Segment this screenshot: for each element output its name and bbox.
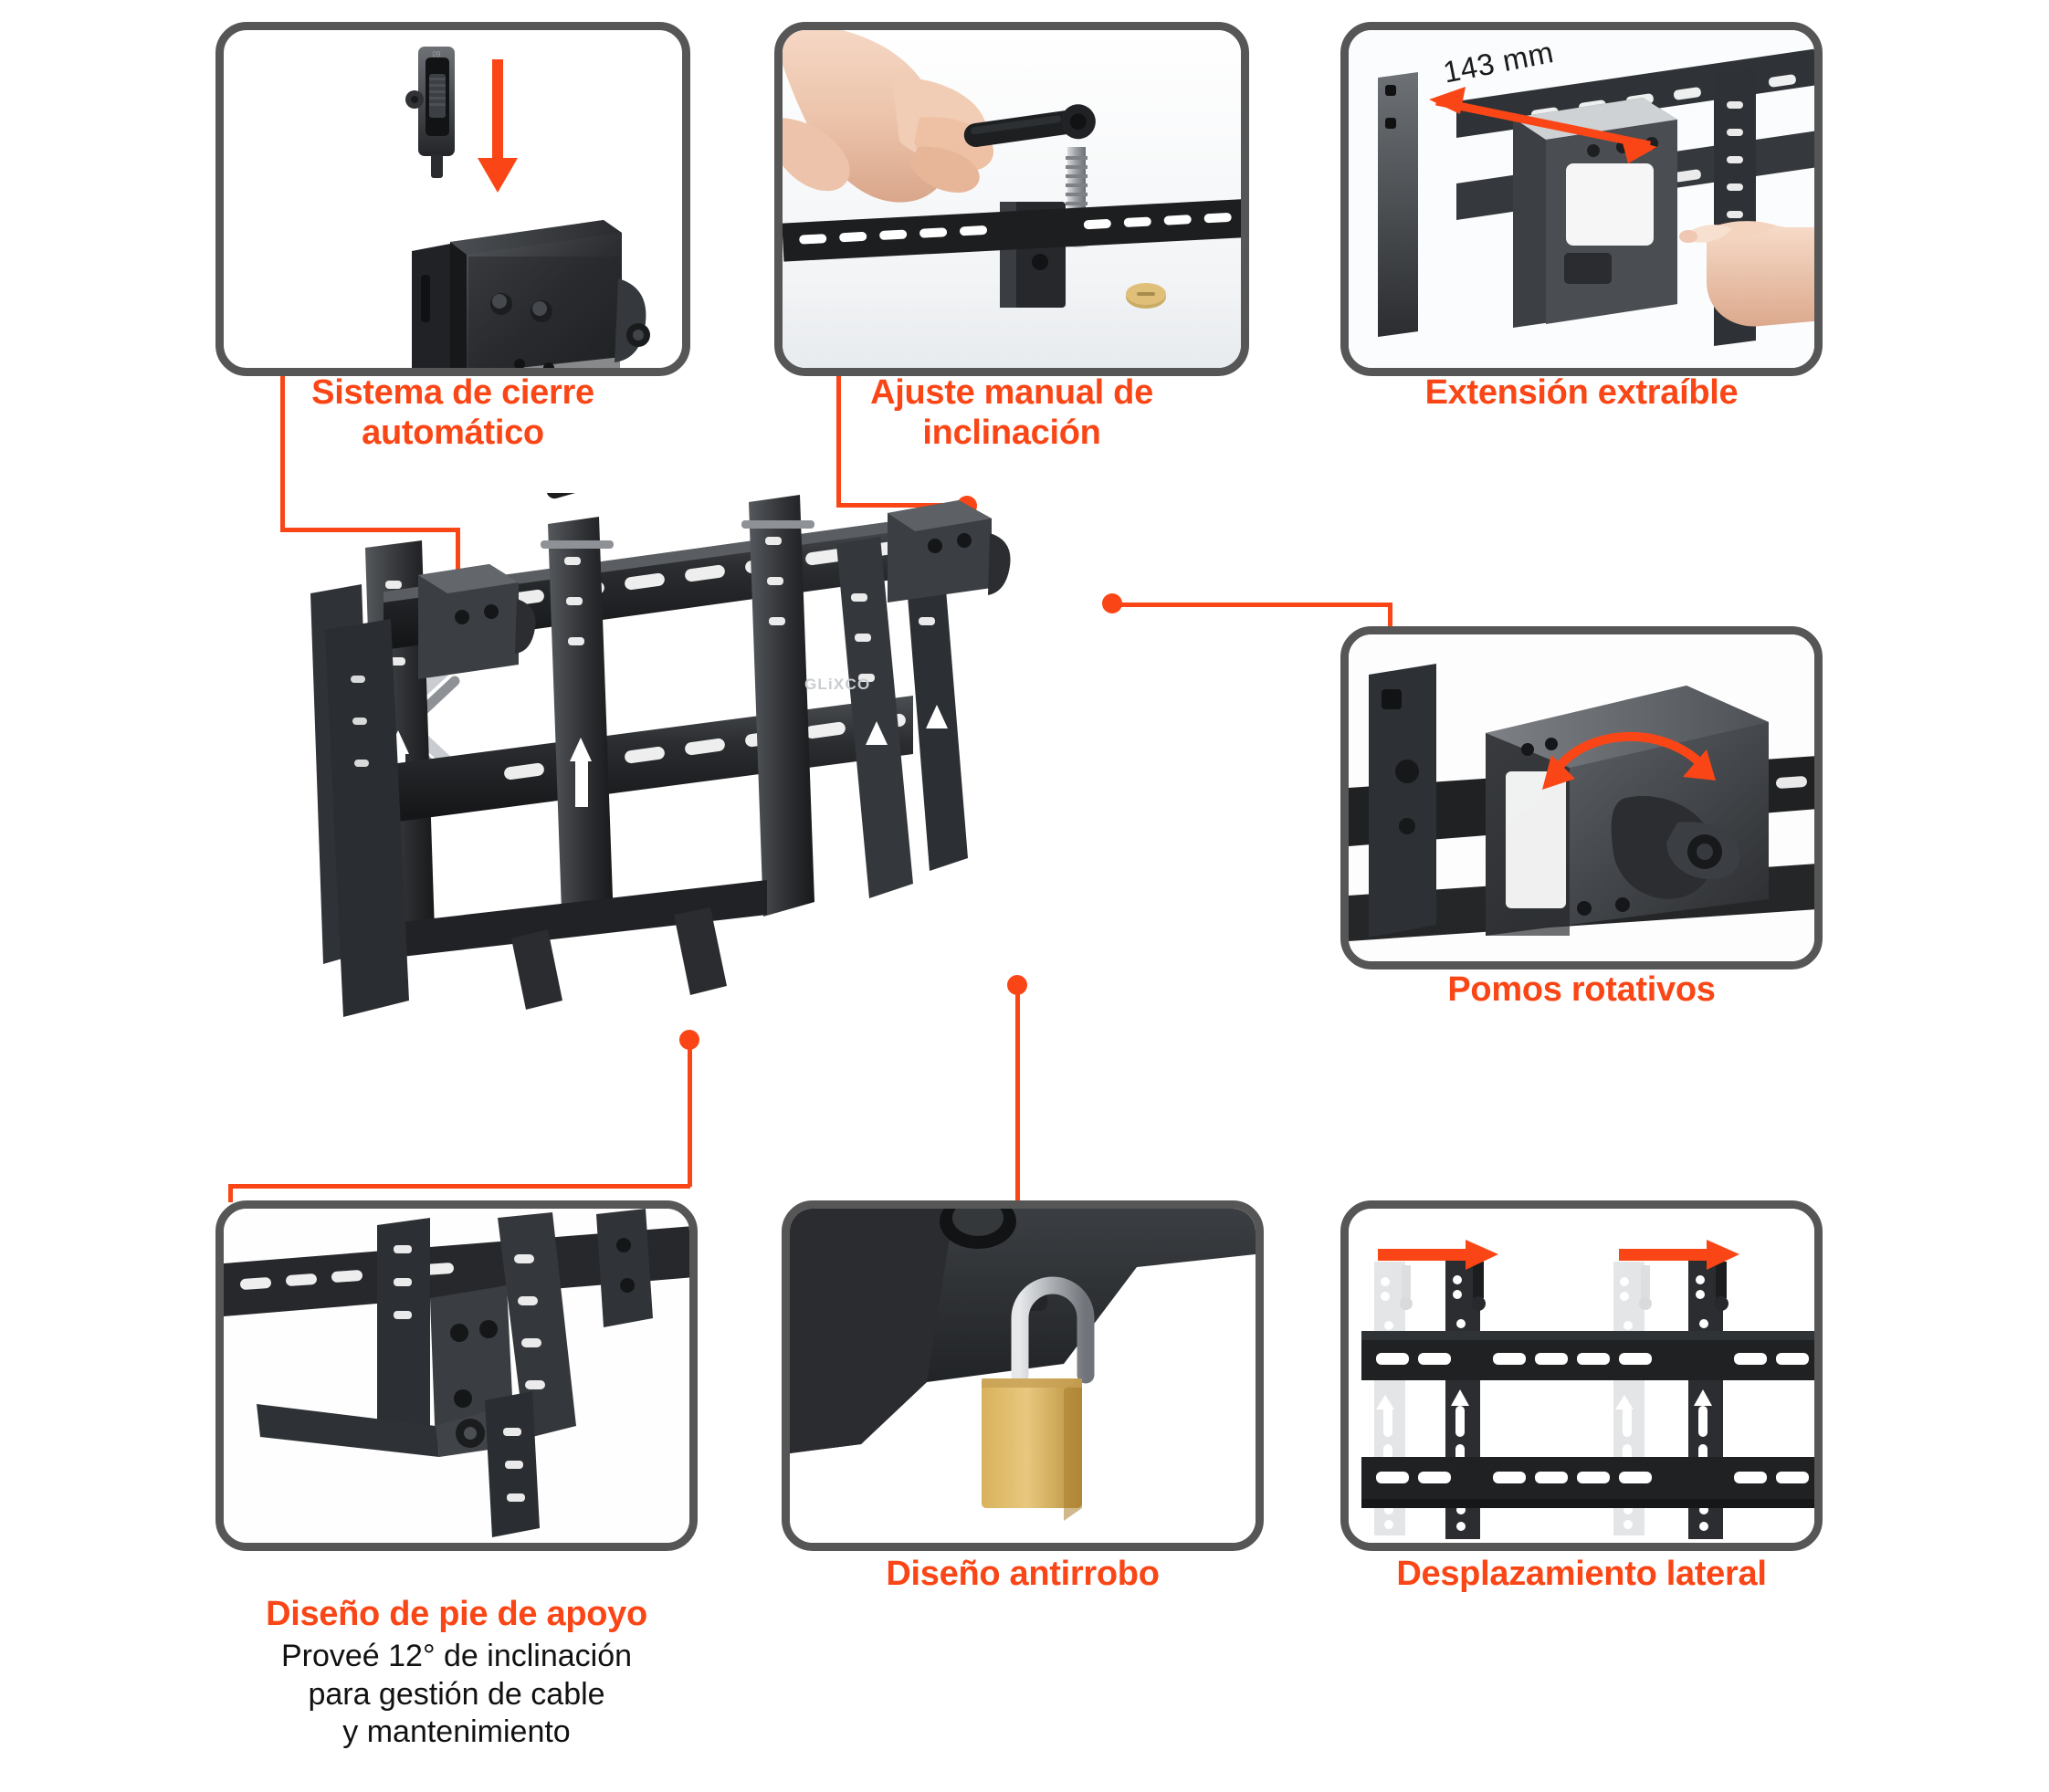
panel-rotating-knobs-art xyxy=(1349,634,1814,961)
panel-lateral-shift-art xyxy=(1349,1209,1814,1543)
connector-line-auto-lock-b xyxy=(280,528,460,532)
connector-dot-knobs xyxy=(1102,593,1122,613)
connector-line-auto-lock-a xyxy=(280,374,285,529)
connector-dot-antitheft xyxy=(1007,975,1027,995)
connector-line-foot-b xyxy=(228,1184,690,1189)
caption-pullout-extension: Extensión extraíble xyxy=(1424,373,1739,412)
caption-anti-theft: Diseño antirrobo xyxy=(886,1555,1160,1593)
connector-line-knobs-b xyxy=(1388,603,1392,628)
panel-manual-tilt[interactable] xyxy=(774,22,1249,376)
panel-anti-theft[interactable] xyxy=(782,1200,1264,1551)
caption-auto-lock: Sistema de cierre automático xyxy=(311,373,594,453)
panel-anti-theft-art xyxy=(790,1209,1256,1543)
connector-line-tilt-b xyxy=(836,503,969,508)
caption-manual-tilt: Ajuste manual de inclinación xyxy=(870,373,1153,453)
center-product-illustration: GLiXCO xyxy=(274,493,1205,1132)
connector-line-foot-a xyxy=(688,1041,692,1187)
connector-line-knobs-a xyxy=(1119,603,1392,607)
panel-pullout-extension-art xyxy=(1349,30,1814,368)
connector-line-tilt-a xyxy=(836,374,841,505)
caption-support-foot: Diseño de pie de apoyo Proveé 12° de inc… xyxy=(197,1554,716,1792)
connector-line-foot-c xyxy=(228,1184,233,1202)
connector-line-antitheft xyxy=(1015,984,1020,1200)
panel-auto-lock-art: 09 xyxy=(224,30,682,368)
caption-support-foot-title: Diseño de pie de apoyo xyxy=(266,1595,647,1634)
panel-support-foot[interactable] xyxy=(215,1200,698,1551)
panel-manual-tilt-art xyxy=(783,30,1241,368)
caption-rotating-knobs: Pomos rotativos xyxy=(1447,970,1716,1009)
panel-lateral-shift[interactable] xyxy=(1340,1200,1823,1551)
infographic-canvas: 09 xyxy=(215,22,1823,1749)
panel-pullout-extension[interactable]: 143 mm xyxy=(1340,22,1823,376)
svg-text:09: 09 xyxy=(433,50,441,58)
connector-dot-foot xyxy=(679,1030,699,1050)
panel-rotating-knobs[interactable] xyxy=(1340,626,1823,969)
panel-auto-lock[interactable]: 09 xyxy=(215,22,690,376)
caption-support-foot-sub: Proveé 12° de inclinación para gestión d… xyxy=(280,1639,633,1750)
caption-lateral-shift: Desplazamiento lateral xyxy=(1396,1555,1767,1593)
panel-support-foot-art xyxy=(224,1209,689,1543)
